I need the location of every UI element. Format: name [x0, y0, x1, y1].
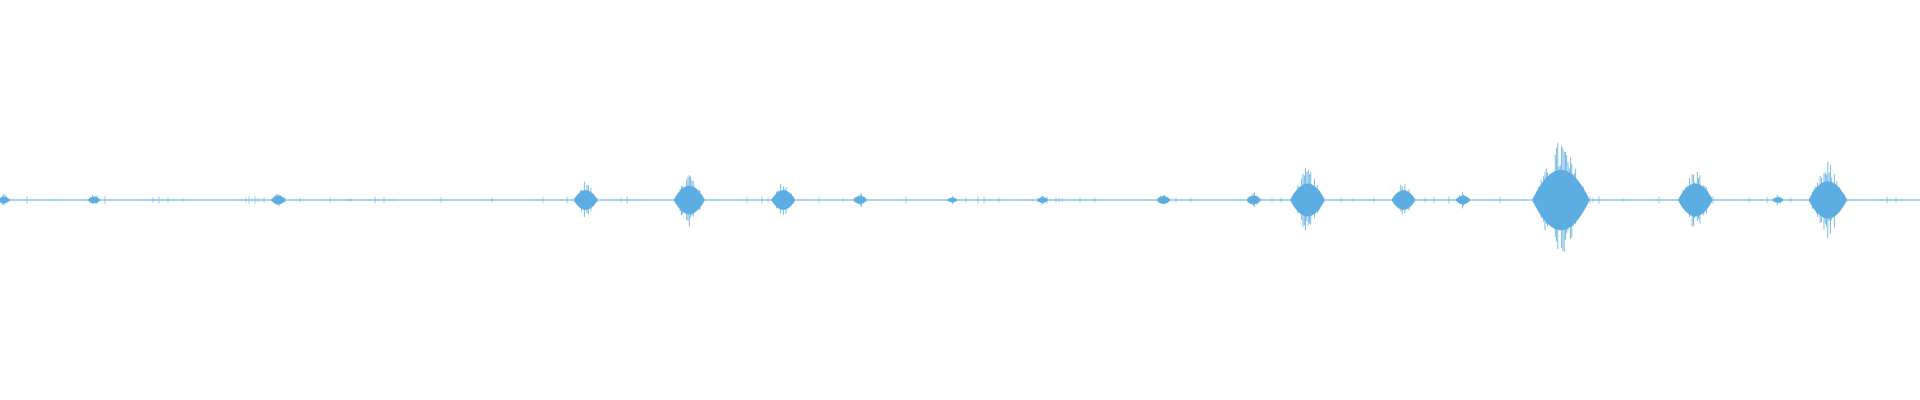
- waveform-burst: [1391, 184, 1416, 215]
- waveform-burst: [1677, 171, 1713, 227]
- waveform-burst: [1808, 161, 1848, 239]
- waveform-burst: [1771, 194, 1785, 206]
- waveform-burst: [0, 193, 11, 206]
- waveform-burst: [270, 194, 286, 207]
- waveform-burst: [573, 181, 598, 218]
- waveform-bursts: [0, 142, 1918, 252]
- waveform-burst: [673, 175, 705, 227]
- waveform-burst: [771, 183, 796, 215]
- waveform-burst: [1290, 168, 1326, 231]
- waveform-burst: [1156, 195, 1171, 205]
- waveform-burst: [87, 194, 101, 204]
- waveform-burst: [1532, 142, 1590, 252]
- waveform-burst: [853, 193, 868, 207]
- waveform-burst: [1455, 191, 1471, 209]
- waveform-burst: [1036, 195, 1049, 205]
